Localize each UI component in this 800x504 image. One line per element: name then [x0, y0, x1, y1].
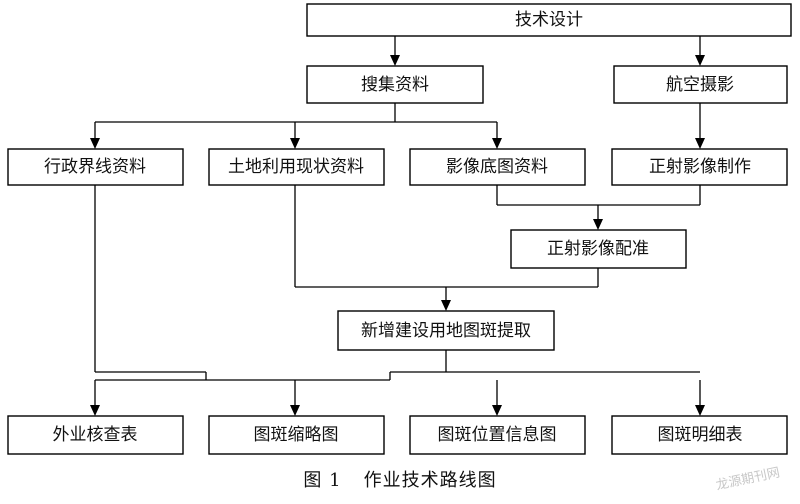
node-label: 图斑缩略图: [254, 425, 339, 445]
arrowhead: [441, 300, 451, 311]
node-ortho-making: 正射影像制作: [611, 148, 788, 186]
node-label: 航空摄影: [666, 75, 734, 95]
edge-merge-to-parcel: [294, 185, 599, 300]
arrowheads: [90, 55, 705, 416]
node-ortho-register: 正射影像配准: [510, 229, 687, 269]
edge-parcel-to-outputs: [94, 185, 701, 405]
arrowhead: [90, 138, 100, 149]
figure-caption: 图 1 作业技术路线图: [0, 466, 800, 492]
edge-merge-to-register: [496, 185, 701, 220]
node-label: 新增建设用地图斑提取: [361, 321, 531, 341]
arrowhead: [90, 405, 100, 416]
node-label: 外业核查表: [53, 425, 138, 445]
arrowhead: [695, 138, 705, 149]
node-field-check: 外业核查表: [7, 415, 184, 455]
arrowhead: [593, 219, 603, 230]
node-tech-design: 技术设计: [306, 3, 792, 37]
node-land-use: 土地利用现状资料: [208, 148, 385, 186]
arrowhead: [492, 405, 502, 416]
node-label: 土地利用现状资料: [228, 157, 364, 177]
node-image-base: 影像底图资料: [409, 148, 586, 186]
node-parcel-thumbnail: 图斑缩略图: [208, 415, 385, 455]
arrowhead: [695, 55, 705, 66]
node-label: 技术设计: [515, 10, 583, 30]
node-parcel-detail: 图斑明细表: [611, 415, 788, 455]
arrowhead: [290, 405, 300, 416]
connectors: [94, 36, 701, 405]
arrowhead: [492, 138, 502, 149]
node-parcel-location: 图斑位置信息图: [409, 415, 586, 455]
node-label: 搜集资料: [361, 75, 429, 95]
node-label: 正射影像配准: [547, 239, 649, 259]
node-collect-data: 搜集资料: [306, 65, 484, 104]
caption-number: 图 1: [303, 470, 342, 491]
node-admin-boundary: 行政界线资料: [7, 148, 184, 186]
arrowhead: [695, 405, 705, 416]
arrowhead: [390, 55, 400, 66]
arrowhead: [290, 138, 300, 149]
edge-collect-split: [94, 103, 498, 139]
node-aerial-photo: 航空摄影: [613, 65, 788, 104]
node-label: 行政界线资料: [44, 157, 146, 177]
node-label: 图斑位置信息图: [438, 425, 557, 445]
node-label: 影像底图资料: [446, 157, 548, 177]
node-label: 图斑明细表: [658, 425, 743, 445]
node-label: 正射影像制作: [649, 157, 751, 177]
node-new-parcel: 新增建设用地图斑提取: [337, 310, 555, 351]
caption-title: 作业技术路线图: [363, 470, 497, 491]
